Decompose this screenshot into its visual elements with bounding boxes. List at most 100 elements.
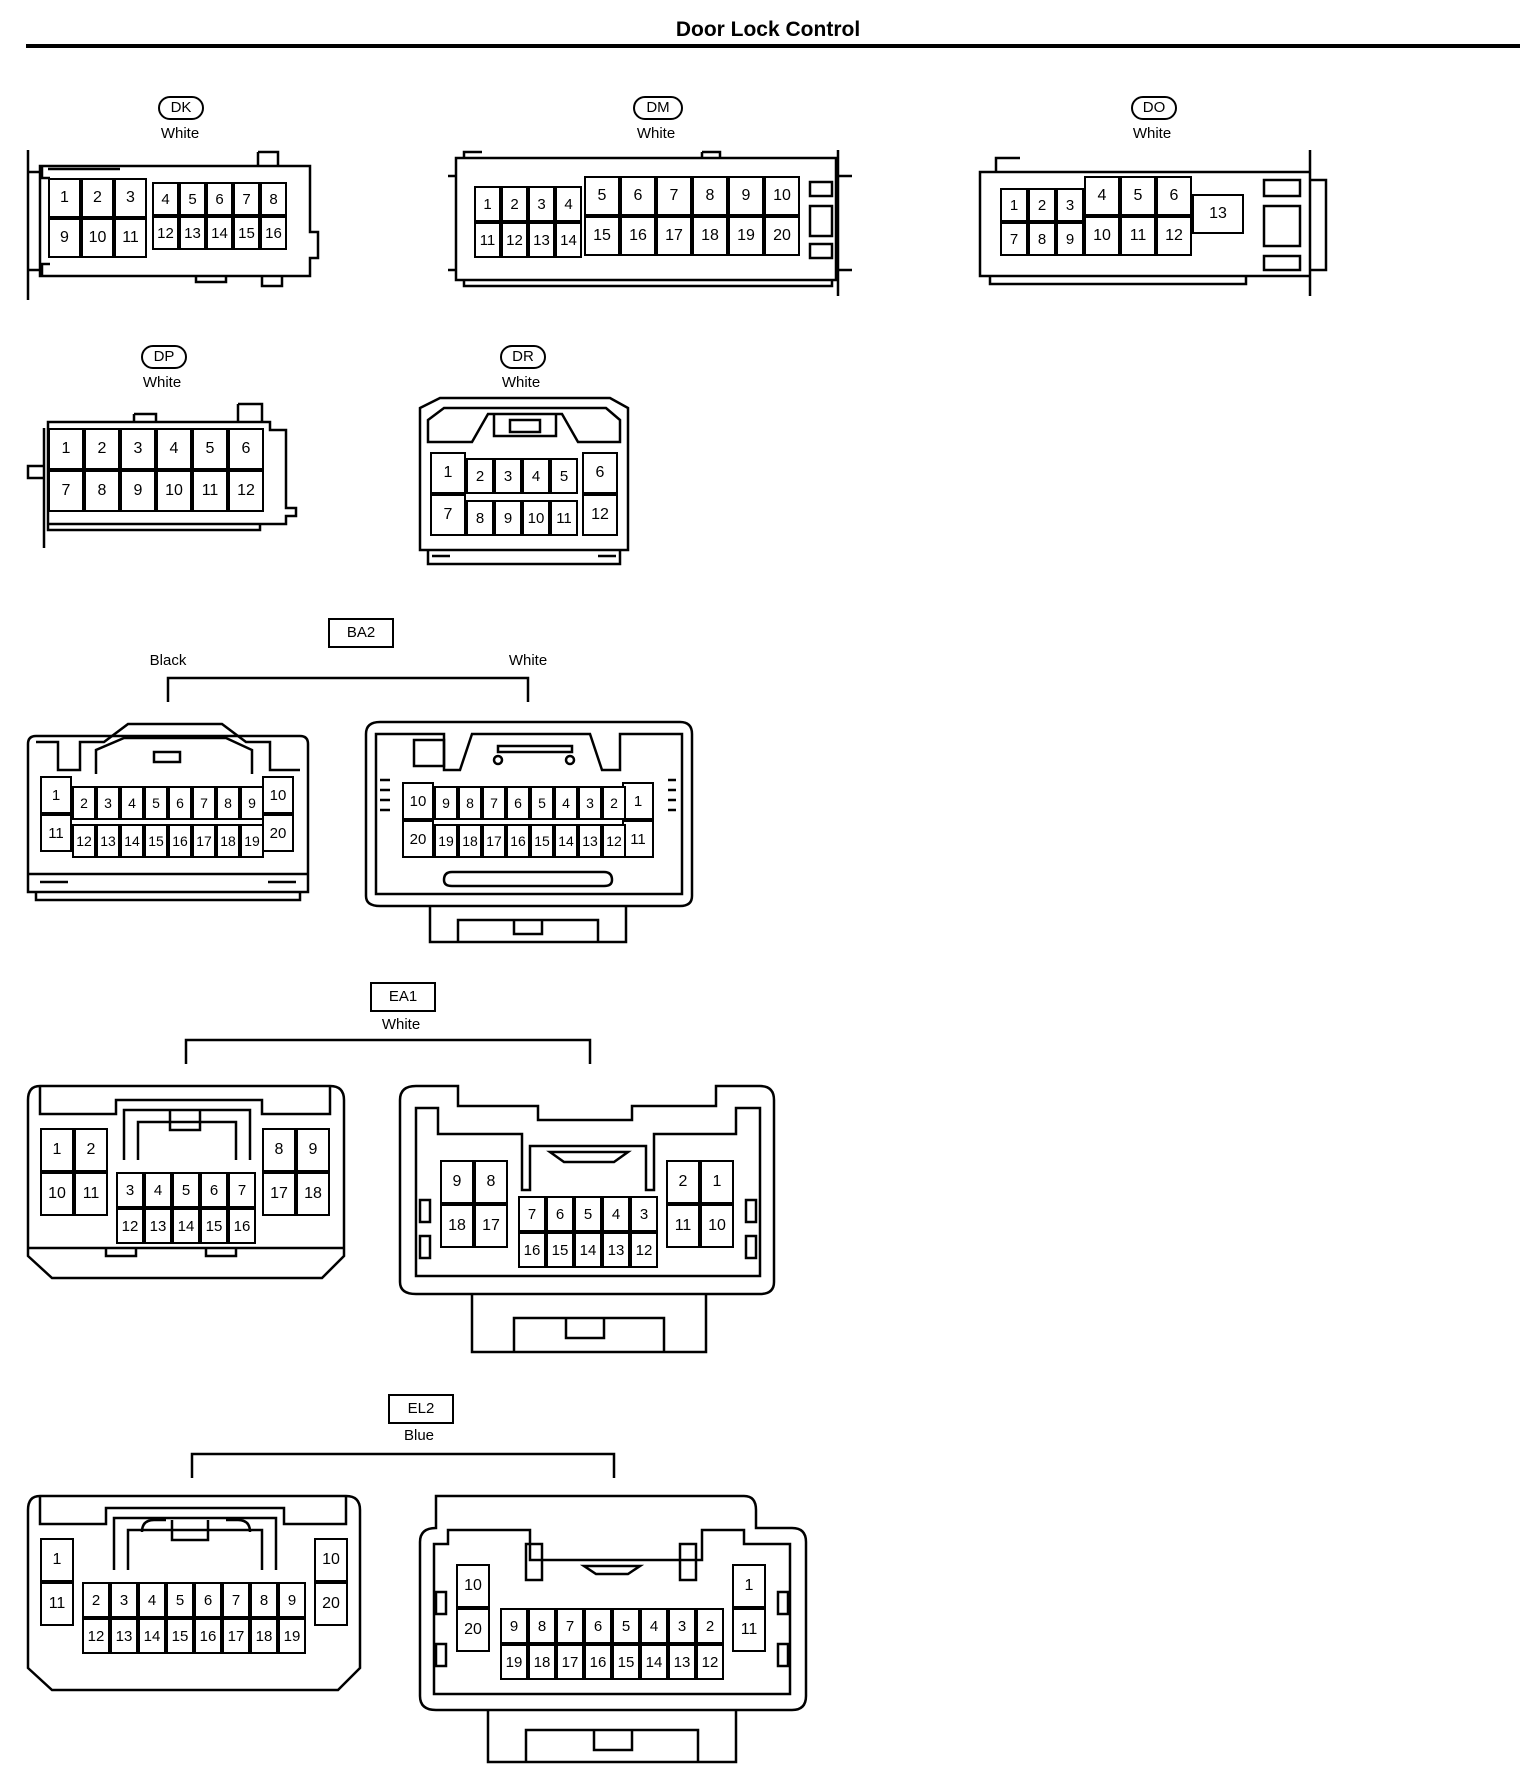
pin-cell: 4	[555, 186, 582, 222]
pin-cell: 9	[494, 500, 522, 536]
connector-color: White	[160, 125, 200, 142]
pin-cell: 5	[574, 1196, 602, 1232]
pin-cell: 2	[501, 186, 528, 222]
pin-cell: 7	[518, 1196, 546, 1232]
pin-cell: 8	[474, 1160, 508, 1204]
pin-cell: 15	[233, 216, 260, 250]
pin-cell: 14	[640, 1644, 668, 1680]
pin-cell: 4	[522, 458, 550, 494]
pin-cell: 14	[574, 1232, 602, 1268]
pin-cell: 2	[696, 1608, 724, 1644]
pin-cell: 4	[144, 1172, 172, 1208]
pin-cell: 11	[1120, 216, 1156, 256]
pin-cell: 7	[228, 1172, 256, 1208]
pin-cell: 8	[84, 470, 120, 512]
pin-cell: 11	[622, 820, 654, 858]
pin-cell: 4	[120, 786, 144, 820]
pin-cell: 18	[528, 1644, 556, 1680]
pin-cell: 7	[556, 1608, 584, 1644]
pin-cell: 8	[262, 1128, 296, 1172]
pin-cell: 1	[474, 186, 501, 222]
pin-cell: 1	[732, 1564, 766, 1608]
pin-cell: 6	[200, 1172, 228, 1208]
pin-cell: 8	[260, 182, 287, 216]
pin-cell: 9	[500, 1608, 528, 1644]
pin-cell: 16	[168, 824, 192, 858]
pin-cell: 3	[528, 186, 555, 222]
pin-cell: 9	[296, 1128, 330, 1172]
pin-cell: 12	[1156, 216, 1192, 256]
pin-cell: 1	[40, 776, 72, 814]
pin-cell: 2	[81, 178, 114, 218]
pin-cell: 5	[192, 428, 228, 470]
connector-color: White	[636, 125, 676, 142]
pin-cell: 12	[630, 1232, 658, 1268]
pin-cell: 10	[700, 1204, 734, 1248]
pin-cell: 4	[640, 1608, 668, 1644]
pin-cell: 18	[250, 1618, 278, 1654]
pin-cell: 1	[48, 178, 81, 218]
pin-cell: 14	[554, 824, 578, 858]
pin-cell: 5	[166, 1582, 194, 1618]
pin-cell: 17	[656, 216, 692, 256]
connector-code-badge: DR	[500, 345, 546, 369]
pin-cell: 3	[578, 786, 602, 820]
pin-cell: 9	[440, 1160, 474, 1204]
pin-cell: 13	[668, 1644, 696, 1680]
pin-cell: 3	[120, 428, 156, 470]
pin-cell: 7	[430, 494, 466, 536]
pin-cell: 5	[550, 458, 578, 494]
left-connector-color: Black	[149, 652, 187, 669]
connector-code-badge: DP	[141, 345, 187, 369]
pin-cell: 12	[228, 470, 264, 512]
pin-cell: 17	[192, 824, 216, 858]
pin-cell: 5	[1120, 176, 1156, 216]
pin-cell: 8	[528, 1608, 556, 1644]
pin-cell: 9	[120, 470, 156, 512]
pin-cell: 7	[482, 786, 506, 820]
pin-cell: 13	[96, 824, 120, 858]
pair-code-label: BA2	[328, 618, 394, 648]
pin-cell: 2	[74, 1128, 108, 1172]
pin-cell: 15	[584, 216, 620, 256]
pin-cell: 3	[1056, 188, 1084, 222]
pin-cell: 5	[612, 1608, 640, 1644]
pin-cell: 7	[48, 470, 84, 512]
pin-cell: 16	[506, 824, 530, 858]
pin-cell: 19	[500, 1644, 528, 1680]
pin-cell: 12	[82, 1618, 110, 1654]
page-title: Door Lock Control	[675, 18, 861, 41]
pin-cell: 11	[732, 1608, 766, 1652]
pin-cell: 2	[82, 1582, 110, 1618]
pin-cell: 6	[546, 1196, 574, 1232]
pin-cell: 15	[546, 1232, 574, 1268]
pin-cell: 3	[668, 1608, 696, 1644]
pin-cell: 12	[582, 494, 618, 536]
pin-cell: 8	[692, 176, 728, 216]
pair-connector-color: White	[381, 1016, 421, 1033]
pin-cell: 18	[458, 824, 482, 858]
pin-cell: 4	[156, 428, 192, 470]
pin-cell: 8	[466, 500, 494, 536]
pin-cell: 16	[620, 216, 656, 256]
pin-cell: 4	[602, 1196, 630, 1232]
pin-cell: 5	[144, 786, 168, 820]
pin-cell: 12	[72, 824, 96, 858]
pin-cell: 13	[602, 1232, 630, 1268]
pin-cell: 16	[518, 1232, 546, 1268]
pin-cell: 6	[584, 1608, 612, 1644]
pin-cell: 6	[582, 452, 618, 494]
pin-cell: 17	[474, 1204, 508, 1248]
pin-cell: 19	[434, 824, 458, 858]
pin-cell: 4	[138, 1582, 166, 1618]
pin-cell: 9	[728, 176, 764, 216]
pin-cell: 7	[233, 182, 260, 216]
pin-cell: 1	[40, 1538, 74, 1582]
pin-cell: 17	[262, 1172, 296, 1216]
pin-cell: 11	[550, 500, 578, 536]
